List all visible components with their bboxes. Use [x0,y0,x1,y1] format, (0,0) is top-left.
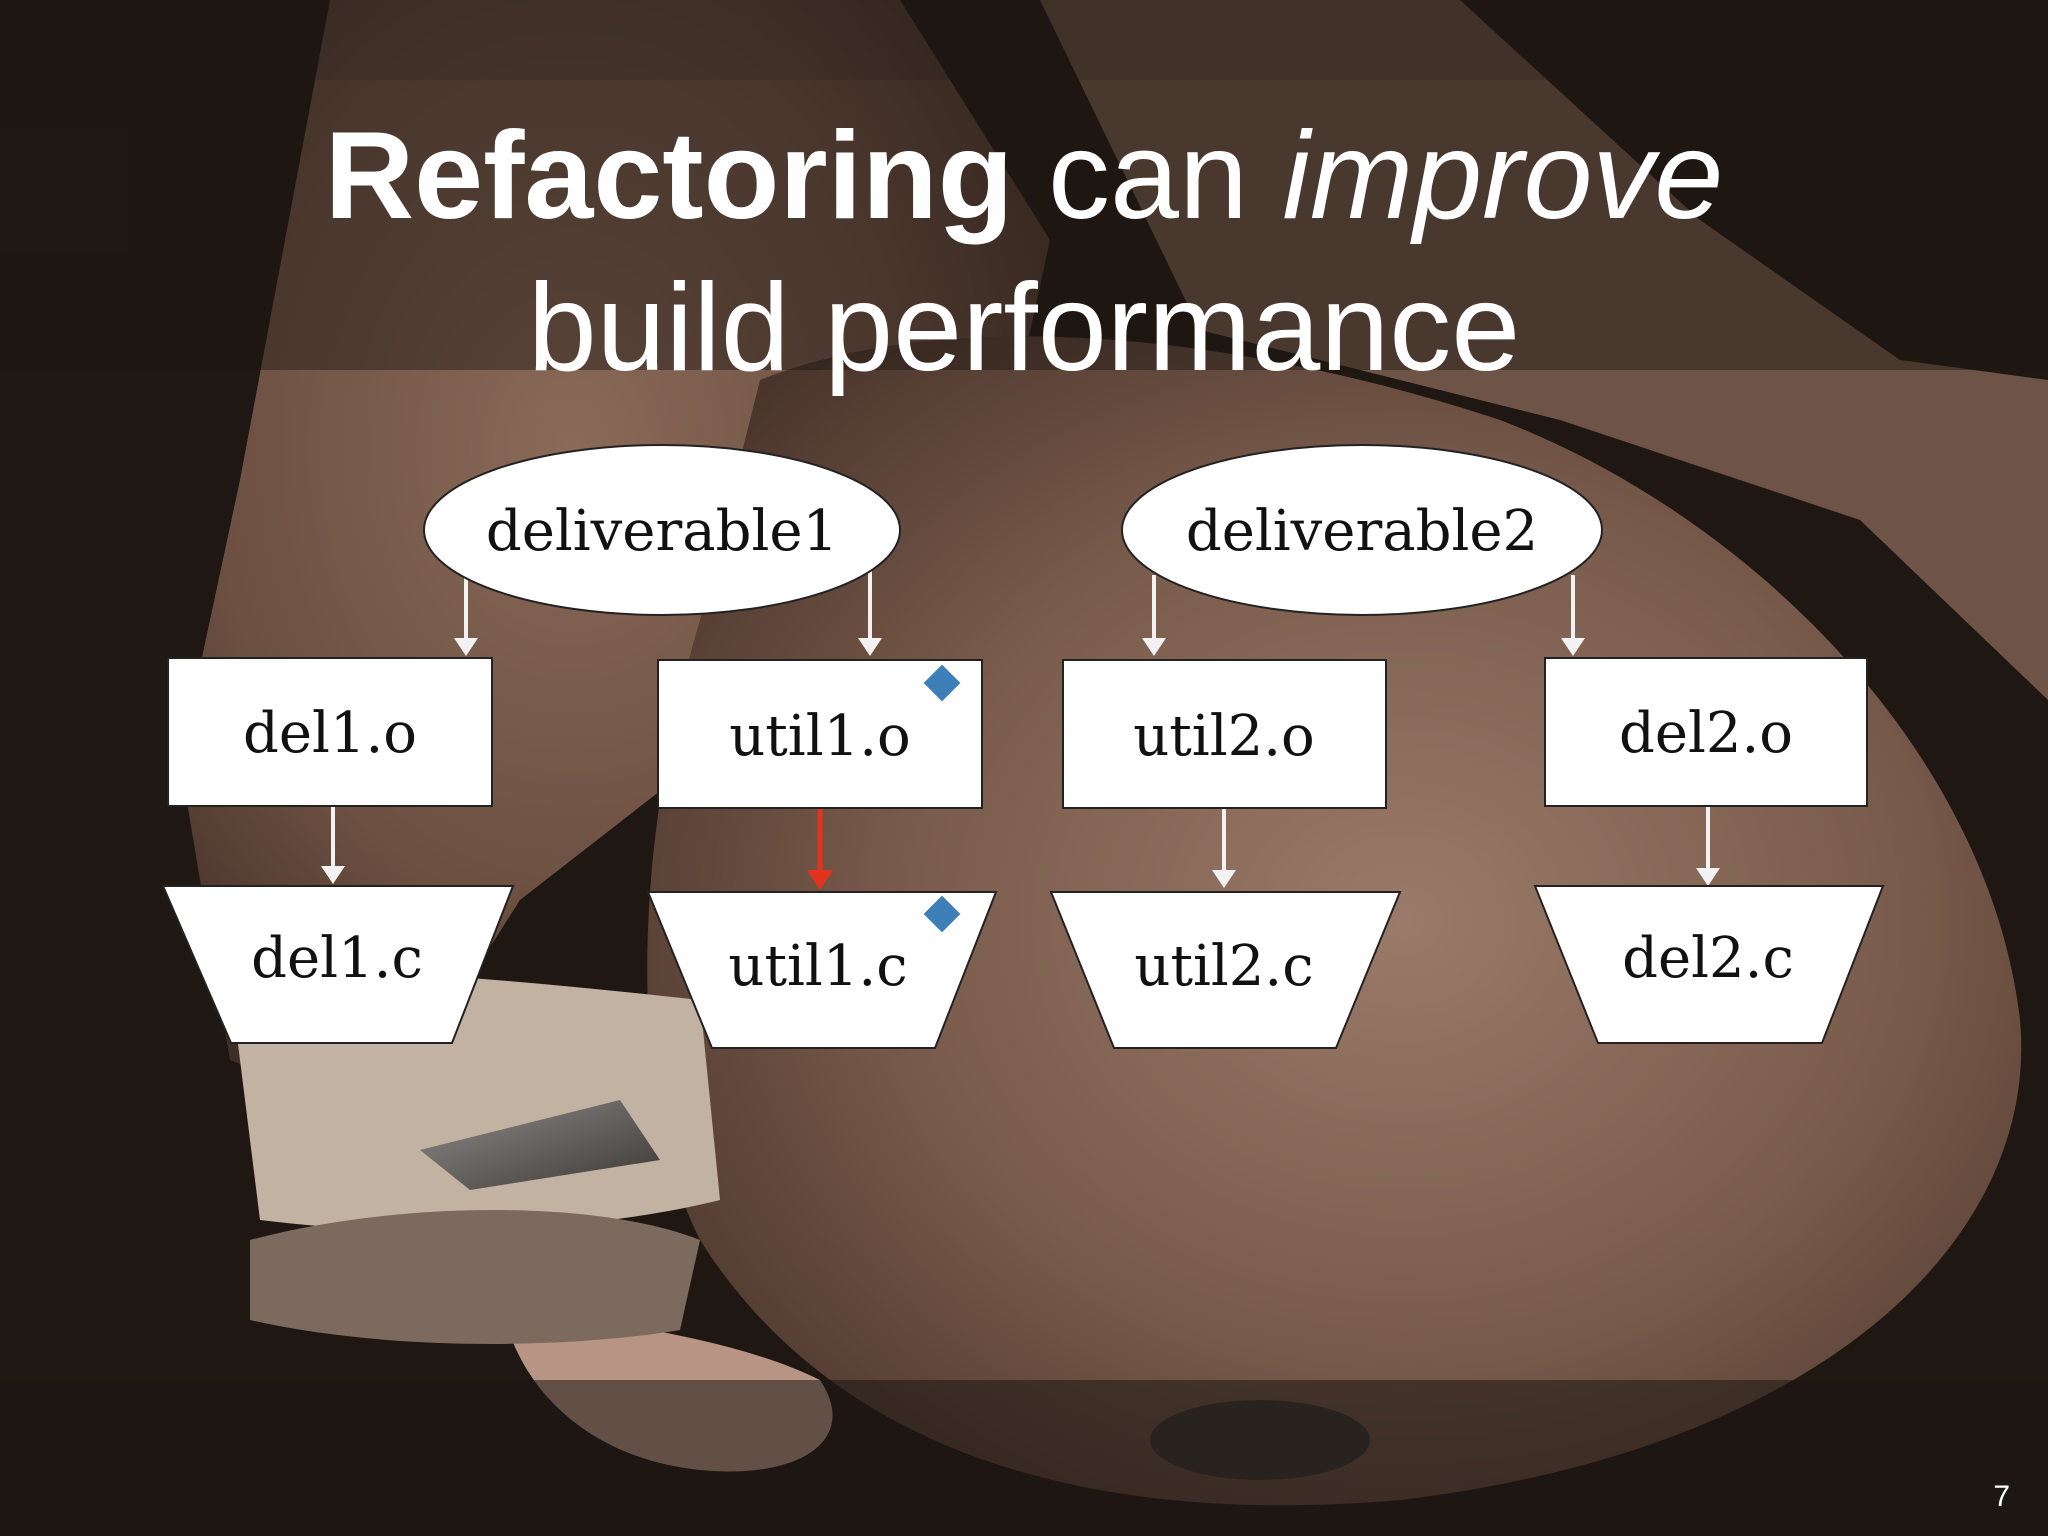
arrowhead-util1o-util1c-highlight [807,870,833,890]
label-del2-o: del2.o [1619,701,1793,766]
page-number: 7 [1993,1480,2010,1513]
node-util1-o: util1.o [657,659,983,809]
label-del1-c: del1.c [251,926,423,991]
title-plain: can [1013,107,1283,245]
label-deliverable1: deliverable1 [486,499,838,564]
arrowhead-deliverable2-del2o [1561,638,1585,656]
title-bold: Refactoring [324,107,1014,245]
arrowhead-deliverable1-util1o [858,638,882,656]
title-line-2: build performance [527,259,1521,397]
node-del1-o: del1.o [167,657,493,807]
label-util1-c: util1.c [728,934,907,999]
label-deliverable2: deliverable2 [1186,499,1538,564]
slide-title: Refactoring can improve build performanc… [0,100,2048,404]
arrows [321,565,1720,890]
arrowhead-util2o-util2c [1212,870,1236,888]
changed-marker-icon [923,895,961,933]
arrowhead-del1o-del1c [321,866,345,884]
label-util2-c: util2.c [1134,934,1313,999]
title-line-1: Refactoring can improve [0,100,2048,252]
label-util2-o: util2.o [1133,704,1315,769]
title-italic: improve [1282,107,1724,245]
node-util2-o: util2.o [1062,659,1387,809]
title-band [0,80,2048,370]
node-del2-o: del2.o [1544,657,1868,807]
node-deliverable1: deliverable1 [423,444,901,616]
top-shade [0,0,2048,80]
bottom-band [0,1380,2048,1536]
node-util1-c: util1.c [646,891,998,1049]
arrowhead-deliverable2-util2o [1142,638,1166,656]
node-deliverable2: deliverable2 [1121,444,1603,616]
label-del1-o: del1.o [243,701,417,766]
node-util2-c: util2.c [1049,891,1402,1049]
label-del2-c: del2.c [1622,926,1794,991]
arrowhead-del2o-del2c [1696,868,1720,886]
arrowhead-deliverable1-del1o [454,638,478,656]
node-del2-c: del2.c [1533,885,1885,1044]
changed-marker-icon [923,664,961,702]
label-util1-o: util1.o [729,704,911,769]
node-del1-c: del1.c [161,885,515,1044]
